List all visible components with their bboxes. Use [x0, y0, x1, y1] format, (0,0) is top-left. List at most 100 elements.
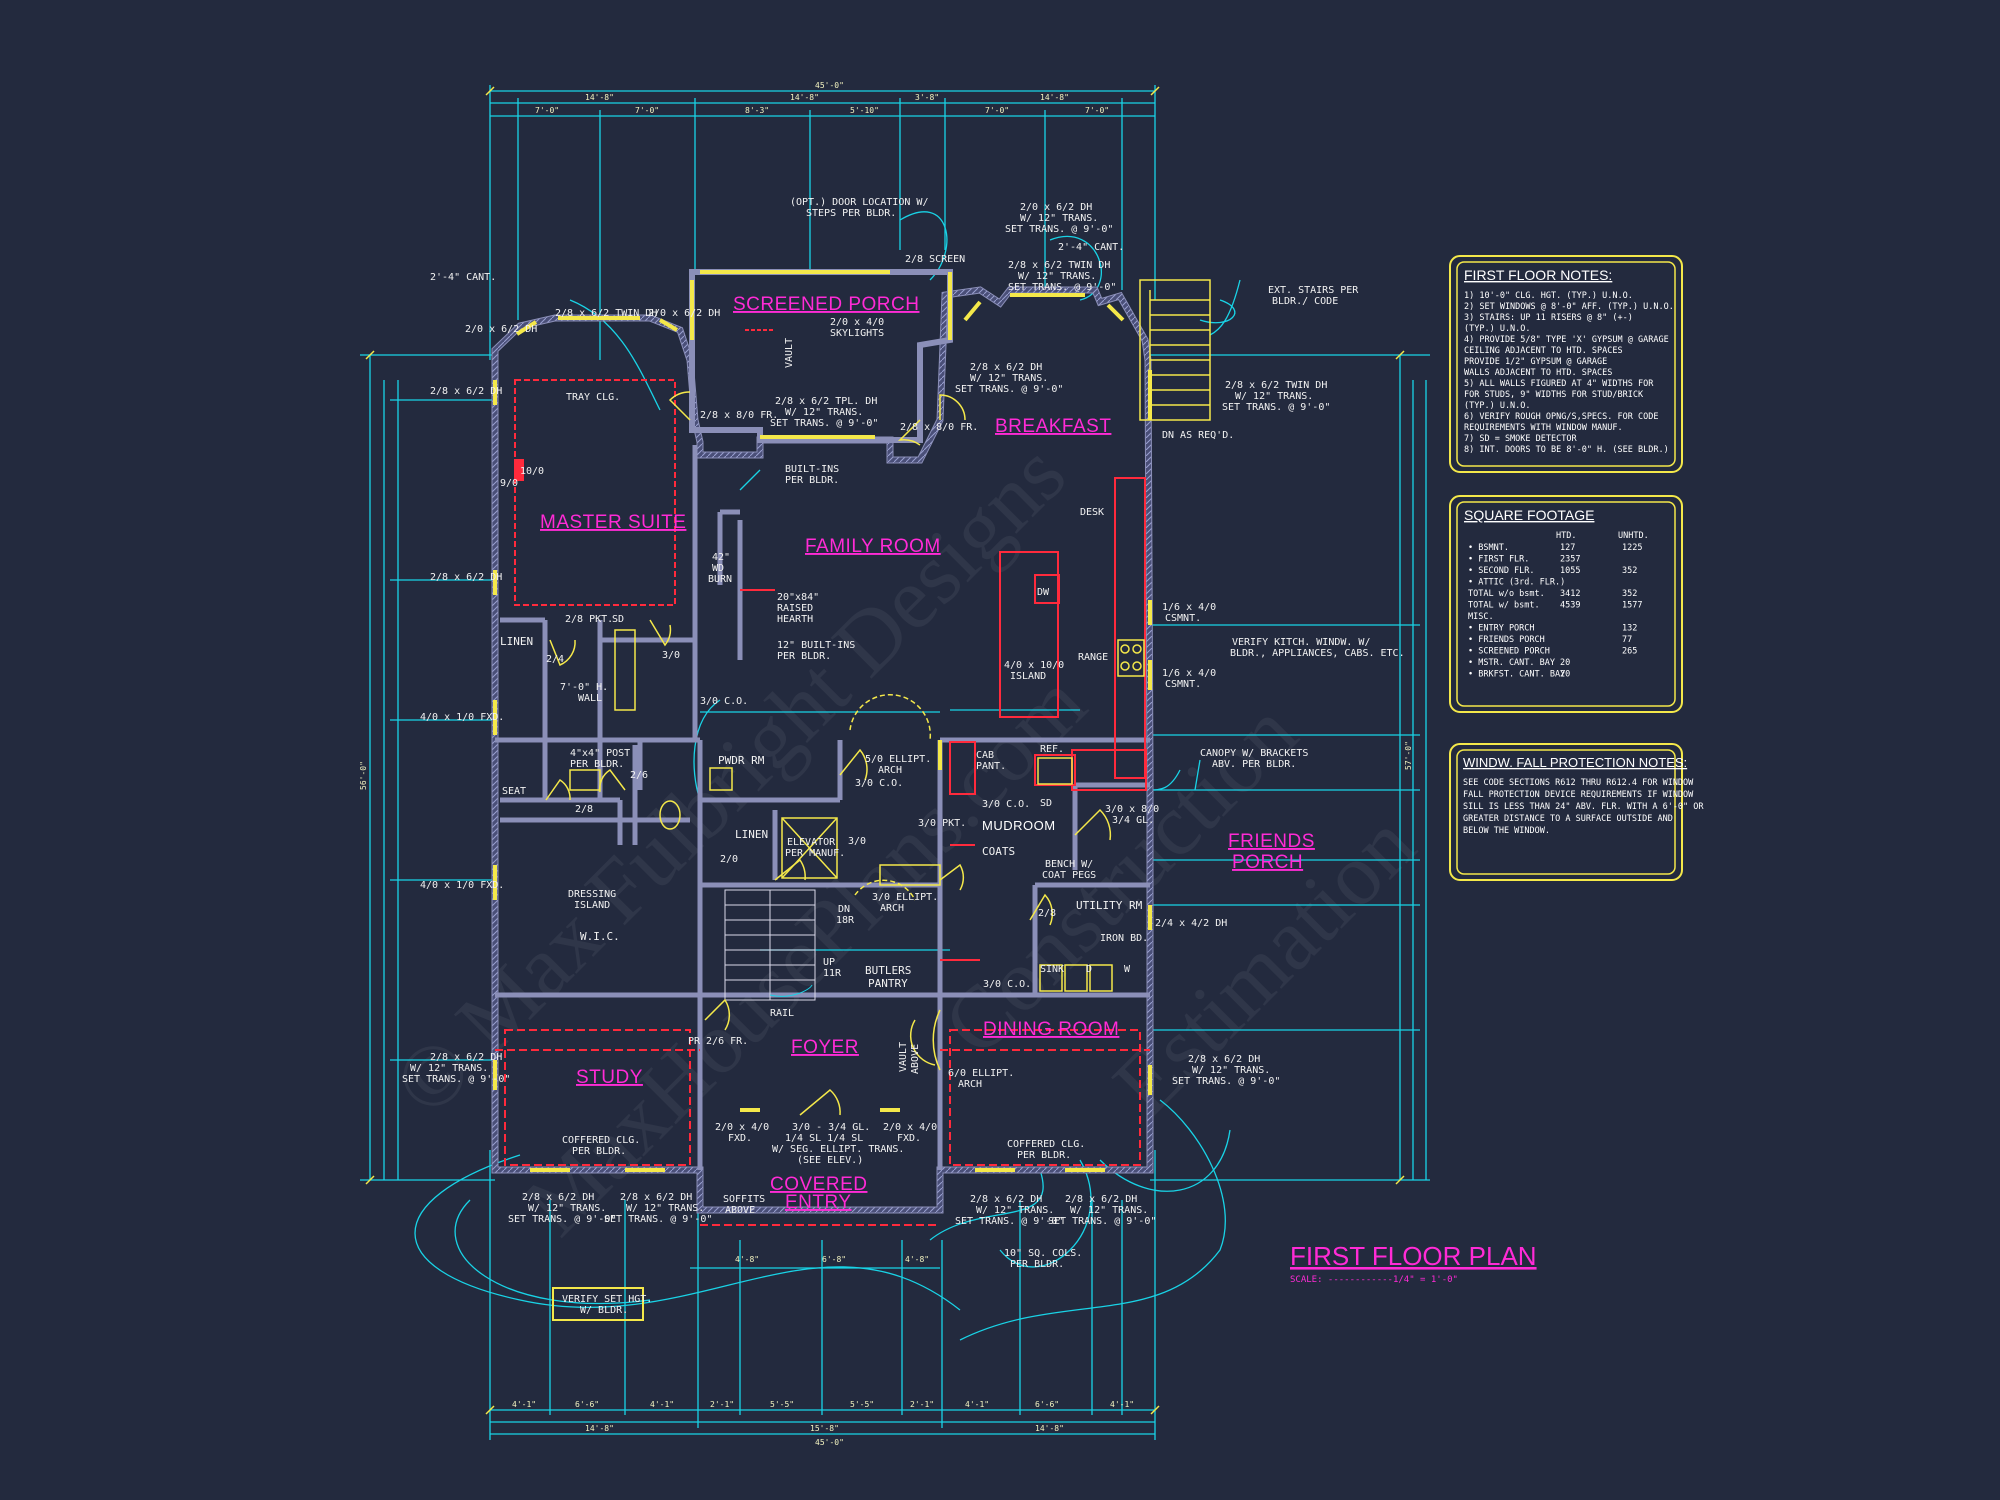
label-bench-2: COAT PEGS — [1042, 870, 1096, 881]
dim-bottom-sub-8: 4'-1" — [965, 1400, 989, 1409]
label-builtins-1: BUILT-INS — [785, 464, 839, 475]
label-bfast-right-3: SET TRANS. @ 9'-0" — [1222, 402, 1330, 413]
label-ellipt-arch-4: ARCH — [880, 903, 904, 914]
label-ref: REF. — [1040, 744, 1064, 755]
label-screen-door: 2/8 SCREEN — [905, 254, 965, 265]
label-win-20-dh: 2/0 x 6/2 DH — [648, 308, 720, 319]
label-fxd-1a: 2/0 x 4/0 — [715, 1122, 769, 1133]
windows — [493, 270, 1152, 1172]
label-h-wall-1: 7'-0" H. — [560, 682, 608, 693]
label-verify-kitch-1: VERIFY KITCH. WINDW. W/ — [1232, 637, 1370, 648]
sqft-row-htd: 20 — [1560, 658, 1570, 668]
sqft-row-htd: 1055 — [1560, 566, 1580, 576]
label-porch-tpl-3: SET TRANS. @ 9'-0" — [770, 418, 878, 429]
dim-right-overall: 57'-0" — [1404, 741, 1413, 770]
room-coats: COATS — [982, 845, 1015, 858]
label-door-10-0: 10/0 — [520, 466, 544, 477]
label-iron-bd: IRON BD. — [1100, 933, 1148, 944]
fall-protection-title: WINDW. FALL PROTECTION NOTES: — [1463, 755, 1687, 770]
label-skylights-2: SKYLIGHTS — [830, 328, 884, 339]
dim-bottom-overall: 45'-0" — [815, 1438, 844, 1447]
label-post-1: 4"x4" POST — [570, 748, 630, 759]
label-island-1: 4/0 x 10/0 — [1004, 660, 1064, 671]
label-bench-1: BENCH W/ — [1045, 859, 1093, 870]
label-win-left-3: 4/0 x 1/0 FXD. — [420, 712, 504, 723]
dim-entry-2: 6'-8" — [822, 1255, 846, 1264]
label-win-left-5b: W/ 12" TRANS. — [410, 1063, 488, 1074]
sqft-row-htd: 127 — [1560, 543, 1575, 553]
label-door-2-4: 2/4 — [546, 654, 564, 665]
label-opt-door-2: STEPS PER BLDR. — [806, 208, 896, 219]
first-floor-notes-panel: FIRST FLOOR NOTES: 1) 10'-0" CLG. HGT. (… — [1449, 255, 1683, 473]
sqft-row-label: • ATTIC (3rd. FLR.) — [1468, 578, 1565, 588]
label-win-2-4-4-2: 2/4 x 4/2 DH — [1155, 918, 1227, 929]
label-fw-1b: W/ 12" TRANS. — [528, 1203, 606, 1214]
room-screened-porch: SCREENED PORCH — [733, 294, 919, 315]
label-front-door-1: 3/0 - 3/4 GL. — [792, 1122, 870, 1133]
label-door-3-0-b: 3/0 — [848, 836, 866, 847]
label-hearth-1: 20"x84" — [777, 592, 819, 603]
room-linen-2: LINEN — [735, 828, 768, 841]
room-desk: DESK — [1080, 507, 1104, 518]
label-cols-2: PER BLDR. — [1010, 1259, 1064, 1270]
label-rail: RAIL — [770, 1008, 794, 1019]
room-pwdr-rm: PWDR RM — [718, 754, 765, 767]
label-sd: SD — [612, 614, 624, 625]
label-ext-stairs-2: BLDR./ CODE — [1272, 296, 1338, 307]
label-ext-stairs-1: EXT. STAIRS PER — [1268, 285, 1359, 296]
label-tray-clg: TRAY CLG. — [566, 392, 620, 403]
dim-bottom-sub-10: 4'-1" — [1110, 1400, 1134, 1409]
label-seat: SEAT — [502, 786, 526, 797]
label-cab-pant-1: CAB — [976, 750, 994, 761]
label-vault-above-2: ABOVE — [910, 1044, 921, 1074]
square-footage-title: SQUARE FOOTAGE — [1464, 507, 1594, 523]
room-master-suite: MASTER SUITE — [540, 512, 686, 533]
dim-top-seg-2: 14'-8" — [790, 93, 819, 102]
label-bfast-twin-2: W/ 12" TRANS. — [1018, 271, 1096, 282]
room-friends-porch-2: PORCH — [1232, 852, 1303, 873]
label-door-2-6: 2/6 — [630, 770, 648, 781]
label-builtins-2: PER BLDR. — [785, 475, 839, 486]
label-door-9-0: 9/0 — [500, 478, 518, 489]
label-dryer: D — [1086, 964, 1092, 975]
doors — [545, 391, 1112, 1116]
first-floor-note-line: CEILING ADJACENT TO HTD. SPACES — [1464, 346, 1623, 356]
label-win-twin: 2/8 x 6/2 TWIN DH — [555, 308, 657, 319]
sqft-header-htd: HTD. — [1556, 531, 1576, 541]
label-elevator-2: PER MANUF. — [785, 848, 845, 859]
sqft-row-label: • BRKFST. CANT. BAY — [1468, 670, 1565, 680]
fall-protection-line: SILL IS LESS THAN 24" ABV. FLR. WITH A 6… — [1463, 802, 1704, 812]
dim-top-seg-3: 3'-8" — [915, 93, 939, 102]
label-up-11r-2: 11R — [823, 968, 842, 979]
dim-bottom-sub-4: 2'-1" — [710, 1400, 734, 1409]
label-right-win-1: 2/8 x 6/2 DH — [1188, 1054, 1260, 1065]
label-door-3-0: 3/0 — [662, 650, 680, 661]
sqft-row-label: • MSTR. CANT. BAY — [1468, 658, 1555, 668]
label-bfast-left-2: W/ 12" TRANS. — [970, 373, 1048, 384]
label-dw: DW — [1037, 587, 1050, 598]
label-canopy-2: ABV. PER BLDR. — [1212, 759, 1296, 770]
dim-left-overall: 56'-0" — [359, 761, 368, 790]
first-floor-note-line: (TYP.) U.N.O. — [1464, 324, 1531, 334]
plan-title-block: FIRST FLOOR PLAN SCALE: ------------1/4"… — [1290, 1241, 1537, 1285]
label-porch-tpl-1: 2/8 x 6/2 TPL. DH — [775, 396, 877, 407]
stair — [724, 889, 816, 1001]
label-fw-2b: W/ 12" TRANS. — [626, 1203, 704, 1214]
label-csmnt-1b: CSMNT. — [1165, 613, 1201, 624]
label-up-11r-1: UP — [823, 957, 835, 968]
label-coffered-1: COFFERED CLG. — [562, 1135, 640, 1146]
sqft-row-label: • BSMNT. — [1468, 543, 1509, 553]
room-wic: W.I.C. — [580, 930, 620, 943]
dim-bottom-sub-3: 4'-1" — [650, 1400, 674, 1409]
dim-bottom-sub-9: 6'-6" — [1035, 1400, 1059, 1409]
label-dn-18r-1: DN — [838, 904, 850, 915]
label-dressing-1: DRESSING — [568, 889, 616, 900]
label-fw-1c: SET TRANS. @ 9'-0" — [508, 1214, 616, 1225]
label-vault: VAULT — [784, 338, 795, 368]
first-floor-note-line: 1) 10'-0" CLG. HGT. (TYP.) U.N.O. — [1464, 291, 1633, 301]
label-door-2-8-b: 2/8 — [1038, 908, 1056, 919]
dim-top-sub-6: 7'-0" — [1085, 106, 1109, 115]
dim-top-seg-1: 14'-8" — [585, 93, 614, 102]
label-island-2: ISLAND — [1010, 671, 1046, 682]
